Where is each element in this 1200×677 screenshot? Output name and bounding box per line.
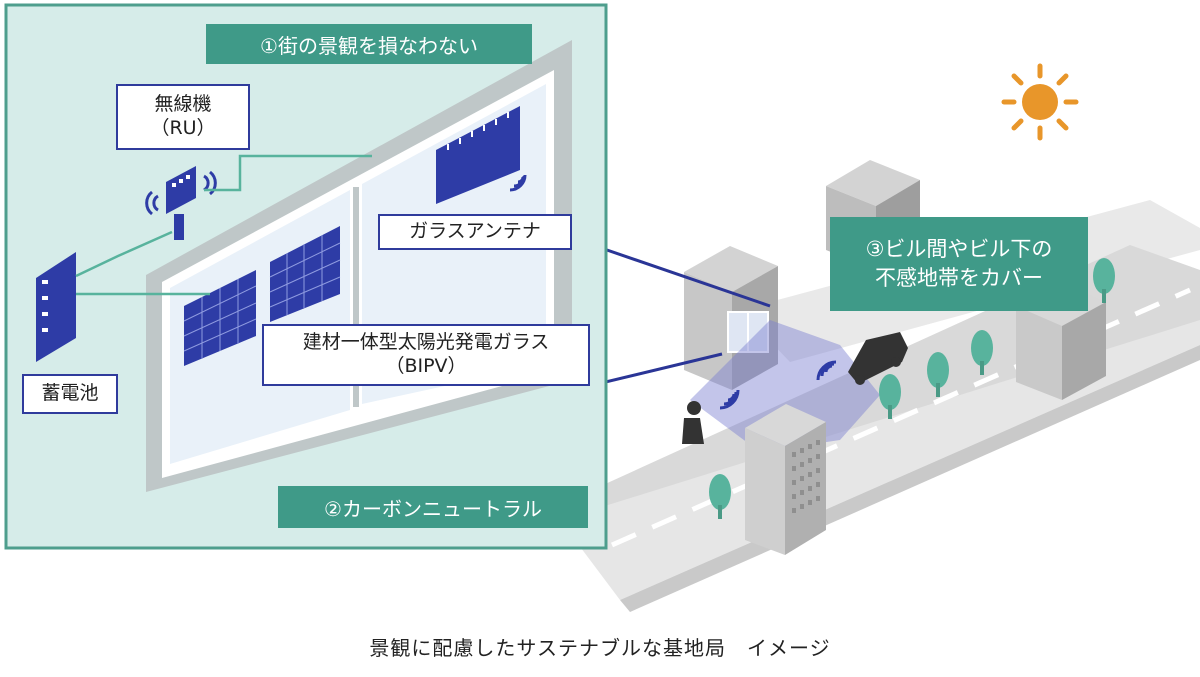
sun-icon bbox=[1001, 63, 1079, 141]
radio-unit-icon bbox=[166, 166, 196, 240]
car-icon bbox=[848, 332, 908, 385]
label-glass-antenna: ガラスアンテナ bbox=[378, 214, 572, 250]
label-bipv-line1: 建材一体型太陽光発電ガラス bbox=[302, 331, 550, 354]
label-bipv: 建材一体型太陽光発電ガラス （BIPV） bbox=[262, 324, 590, 386]
tag-coverage: ③ビル間やビル下の 不感地帯をカバー bbox=[830, 217, 1088, 311]
tree-icon bbox=[927, 352, 949, 397]
tree-icon bbox=[971, 330, 993, 375]
solar-panel-icon bbox=[183, 270, 257, 366]
tree-icon bbox=[879, 374, 901, 419]
coverage-area bbox=[690, 320, 880, 452]
tag-carbon-neutral: ②カーボンニュートラル bbox=[278, 486, 588, 528]
building-icon bbox=[745, 404, 826, 555]
road-center-line bbox=[610, 287, 1192, 548]
person-icon bbox=[682, 401, 704, 444]
label-radio-unit: 無線機 （RU） bbox=[116, 84, 250, 150]
signal-icon bbox=[509, 174, 527, 192]
figure-caption: 景観に配慮したサステナブルな基地局 イメージ bbox=[369, 636, 831, 660]
connection-lines bbox=[75, 154, 372, 296]
tag-landscape: ①街の景観を損なわない bbox=[206, 24, 532, 64]
building-icon bbox=[1016, 282, 1106, 400]
tag-coverage-line1: ③ビル間やビル下の bbox=[865, 236, 1053, 261]
battery-icon bbox=[36, 252, 76, 362]
solar-panel-icon bbox=[269, 226, 341, 322]
label-radio-line1: 無線機 bbox=[154, 93, 212, 116]
label-bipv-line2: （BIPV） bbox=[385, 355, 467, 377]
label-battery: 蓄電池 bbox=[22, 374, 118, 414]
signal-icon bbox=[816, 360, 837, 381]
tree-icon bbox=[709, 474, 731, 519]
signal-icon bbox=[719, 389, 740, 410]
label-radio-line2: （RU） bbox=[150, 117, 216, 139]
tag-coverage-line2: 不感地帯をカバー bbox=[875, 266, 1043, 290]
tree-icon bbox=[1093, 258, 1115, 303]
glass-antenna-icon bbox=[436, 106, 520, 204]
